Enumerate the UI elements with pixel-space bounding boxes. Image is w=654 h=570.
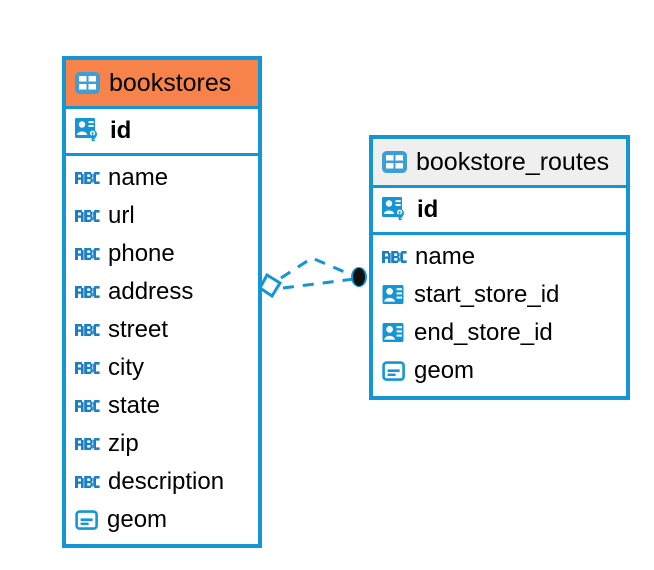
relationship-connector-1 bbox=[282, 277, 355, 290]
relationship-connector-2 bbox=[280, 256, 355, 280]
field-row-name[interactable]: name bbox=[66, 159, 258, 197]
field-label: url bbox=[108, 202, 135, 229]
foreign-key-icon bbox=[382, 322, 406, 344]
field-label: zip bbox=[108, 430, 139, 457]
entity-header-bookstores[interactable]: bookstores bbox=[66, 60, 258, 106]
field-row-phone[interactable]: phone bbox=[66, 235, 258, 273]
field-label: name bbox=[108, 164, 169, 191]
relationship-source-diamond-icon bbox=[258, 272, 283, 299]
field-label: name bbox=[415, 243, 476, 270]
field-row-state[interactable]: state bbox=[66, 387, 258, 425]
abc-text-icon bbox=[382, 250, 407, 264]
field-row-name[interactable]: name bbox=[373, 238, 626, 276]
field-row-street[interactable]: street bbox=[66, 311, 258, 349]
field-label: start_store_id bbox=[414, 281, 560, 308]
field-row-zip[interactable]: zip bbox=[66, 425, 258, 463]
field-row-geom[interactable]: geom bbox=[66, 501, 258, 539]
field-label: state bbox=[108, 392, 161, 419]
abc-text-icon bbox=[75, 475, 100, 489]
geometry-icon bbox=[75, 509, 99, 531]
field-label: id bbox=[417, 196, 439, 223]
geometry-icon bbox=[382, 360, 406, 382]
field-list-bookstores: name bbox=[66, 156, 258, 543]
abc-text-icon bbox=[75, 437, 100, 451]
field-row-id[interactable]: id bbox=[373, 188, 626, 232]
abc-text-icon bbox=[75, 285, 100, 299]
field-row-description[interactable]: description bbox=[66, 463, 258, 501]
foreign-key-icon bbox=[382, 284, 406, 306]
field-label: description bbox=[108, 468, 225, 495]
field-label: city bbox=[108, 354, 144, 381]
entity-bookstore-routes[interactable]: bookstore_routes bbox=[369, 135, 630, 400]
field-row-geom[interactable]: geom bbox=[373, 352, 626, 390]
entity-title: bookstores bbox=[109, 68, 232, 97]
abc-text-icon bbox=[75, 171, 100, 185]
primary-key-icon bbox=[75, 118, 102, 144]
field-label: end_store_id bbox=[414, 319, 553, 346]
relationship-target-circle-icon bbox=[351, 267, 367, 287]
field-label: phone bbox=[108, 240, 175, 267]
field-label: geom bbox=[414, 357, 475, 384]
field-row-id[interactable]: id bbox=[66, 109, 258, 153]
abc-text-icon bbox=[75, 209, 100, 223]
field-row-city[interactable]: city bbox=[66, 349, 258, 387]
primary-key-block: id bbox=[373, 185, 626, 235]
table-icon bbox=[382, 151, 407, 173]
primary-key-icon bbox=[382, 197, 409, 223]
field-list-bookstore-routes: name start_store_id bbox=[373, 235, 626, 394]
abc-text-icon bbox=[75, 247, 100, 261]
field-row-url[interactable]: url bbox=[66, 197, 258, 235]
field-row-address[interactable]: address bbox=[66, 273, 258, 311]
field-label: address bbox=[108, 278, 194, 305]
primary-key-block: id bbox=[66, 106, 258, 156]
field-label: street bbox=[108, 316, 169, 343]
entity-bookstores[interactable]: bookstores bbox=[62, 56, 262, 548]
field-row-start-store-id[interactable]: start_store_id bbox=[373, 276, 626, 314]
abc-text-icon bbox=[75, 399, 100, 413]
entity-header-bookstore-routes[interactable]: bookstore_routes bbox=[373, 139, 626, 185]
abc-text-icon bbox=[75, 361, 100, 375]
table-icon bbox=[75, 72, 100, 94]
field-label: id bbox=[110, 117, 132, 144]
field-label: geom bbox=[107, 506, 168, 533]
abc-text-icon bbox=[75, 323, 100, 337]
entity-title: bookstore_routes bbox=[416, 147, 610, 176]
field-row-end-store-id[interactable]: end_store_id bbox=[373, 314, 626, 352]
